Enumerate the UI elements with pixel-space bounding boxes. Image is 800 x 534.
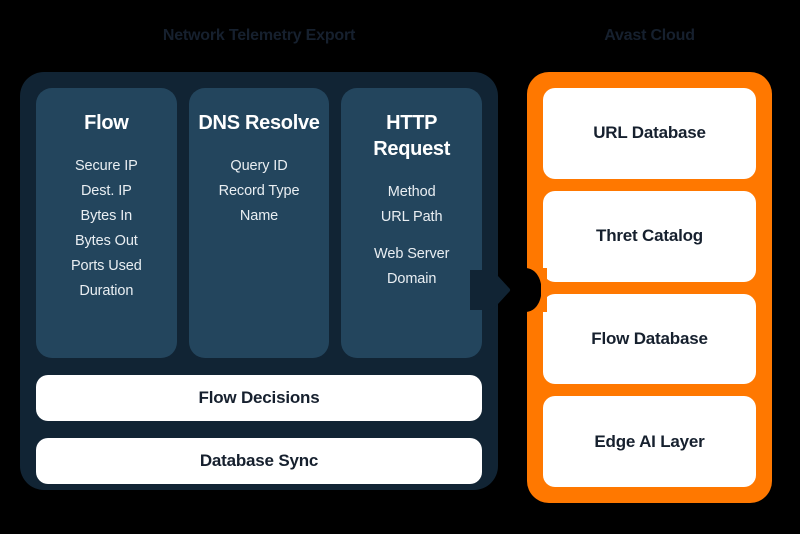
cloud-card-label: Edge AI Layer — [594, 431, 705, 451]
bar-label: Flow Decisions — [198, 388, 320, 407]
cloud-card-label: Thret Catalog — [596, 226, 703, 246]
bar-database-sync[interactable]: Database Sync — [36, 438, 482, 484]
cloud-card-thret-catalog[interactable]: Thret Catalog — [543, 190, 756, 282]
cloud-card-url-database[interactable]: URL Database — [543, 88, 756, 179]
cloud-card-edge-ai-layer[interactable]: Edge AI Layer — [543, 396, 756, 487]
cloud-section-title: Avast Cloud — [604, 27, 695, 44]
column-item: Method — [387, 184, 436, 200]
column-item: URL Path — [380, 209, 443, 225]
bar-flow-decisions[interactable]: Flow Decisions — [36, 375, 482, 421]
column-item: Bytes In — [80, 208, 133, 224]
telemetry-columns: Flow Secure IP Dest. IP Bytes In Bytes O… — [36, 88, 483, 358]
column-card-flow[interactable]: Flow Secure IP Dest. IP Bytes In Bytes O… — [36, 88, 177, 358]
bar-label: Database Sync — [199, 451, 319, 470]
column-item: Query ID — [230, 158, 288, 174]
column-items: Query ID Record Type Name — [197, 154, 322, 229]
column-item: Web Server Domain — [374, 246, 450, 287]
column-items: Secure IP Dest. IP Bytes In Bytes Out Po… — [44, 154, 169, 304]
column-card-http-request[interactable]: HTTP Request Method URL Path Web Server … — [341, 88, 483, 358]
column-item: Secure IP — [74, 158, 138, 174]
column-item: Record Type — [218, 183, 300, 199]
cloud-card-label: Flow Database — [591, 328, 708, 348]
column-item: Bytes Out — [74, 233, 138, 249]
telemetry-panel: Flow Secure IP Dest. IP Bytes In Bytes O… — [20, 72, 498, 490]
cloud-panel: URL Database Thret Catalog Flow Database… — [527, 72, 772, 503]
column-item: Duration — [79, 283, 134, 299]
telemetry-section-title: Network Telemetry Export — [162, 27, 356, 44]
cloud-card-label: URL Database — [593, 123, 706, 143]
column-item: Ports Used — [70, 258, 142, 274]
cloud-card-flow-database[interactable]: Flow Database — [543, 293, 756, 385]
column-item: Dest. IP — [80, 183, 132, 199]
column-card-dns-resolve[interactable]: DNS Resolve Query ID Record Type Name — [188, 88, 330, 358]
column-item: Name — [239, 208, 279, 224]
column-items: Method URL Path Web Server Domain — [349, 180, 474, 292]
column-title: Flow — [84, 112, 129, 134]
column-title: DNS Resolve — [198, 112, 320, 134]
column-title: HTTP Request — [373, 112, 451, 160]
